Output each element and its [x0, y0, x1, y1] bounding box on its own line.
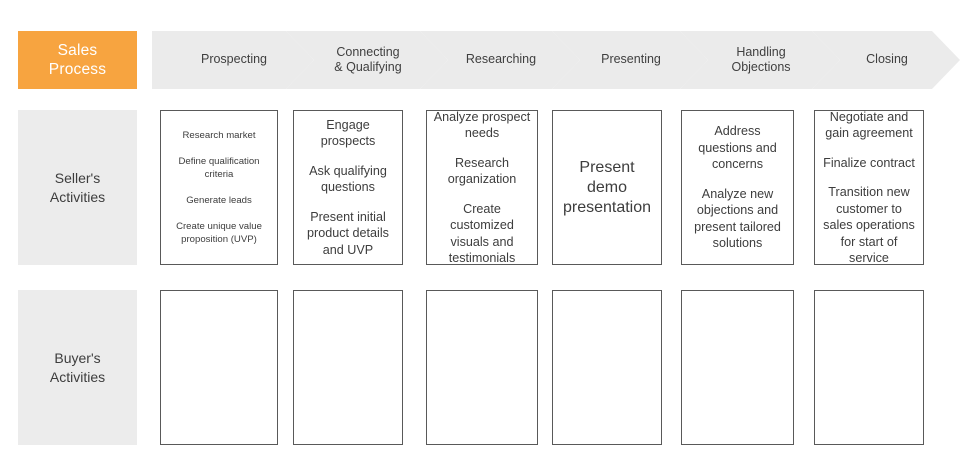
row-label-line2: Activities	[49, 368, 106, 385]
sales-process-title-line2: Process	[48, 61, 107, 78]
process-stage-label: Closing	[866, 52, 908, 67]
activity-box-buyer-5[interactable]	[681, 290, 794, 445]
activity-item: Define qualification criteria	[178, 156, 260, 180]
activity-box-buyer-1[interactable]	[160, 290, 278, 445]
activity-item: Finalize contract	[823, 155, 915, 170]
activity-item: Create customized visuals and testimonia…	[448, 201, 516, 266]
activity-item: Transition new customer to sales operati…	[823, 185, 915, 265]
activity-item: Research organization	[447, 155, 517, 187]
row-label-line2: Activities	[49, 188, 106, 205]
activity-box-buyer-4[interactable]	[552, 290, 662, 445]
activity-item: Present demo presentation	[562, 158, 652, 216]
row-label-line1: Seller's	[54, 169, 101, 186]
process-stage-label: Presenting	[601, 52, 661, 67]
activity-item: Negotiate and gain agreement	[825, 109, 913, 141]
activity-box-buyer-3[interactable]	[426, 290, 538, 445]
activity-box-buyer-6[interactable]	[814, 290, 924, 445]
sales-process-title-line1: Sales	[57, 42, 98, 59]
activity-item: Address questions and concerns	[698, 124, 777, 172]
activity-item: Research market	[182, 130, 256, 141]
process-stage-label: Prospecting	[200, 52, 267, 67]
process-stage-label: Researching	[465, 52, 537, 67]
activity-item: Create unique value proposition (UVP)	[176, 221, 262, 245]
activity-box-buyer-2[interactable]	[293, 290, 403, 445]
activity-item: Analyze new objections and present tailo…	[694, 186, 781, 251]
row-label-line1: Buyer's	[54, 349, 101, 366]
activity-item: Generate leads	[186, 195, 252, 206]
process-header-row: Sales Process Prospecting Connecting& Qua…	[0, 31, 960, 89]
activity-item: Engage prospects	[320, 117, 376, 149]
activity-box-seller-4[interactable]: Present demo presentation	[552, 110, 662, 265]
activity-item: Analyze prospect needs	[433, 109, 531, 141]
process-stage-1[interactable]: Prospecting	[152, 31, 314, 89]
process-stage-label: Connecting& Qualifying	[334, 44, 402, 74]
activity-item: Present initial product details and UVP	[307, 209, 389, 257]
activity-item: Ask qualifying questions	[309, 163, 387, 195]
sales-process-title-block: Sales Process	[18, 31, 137, 89]
